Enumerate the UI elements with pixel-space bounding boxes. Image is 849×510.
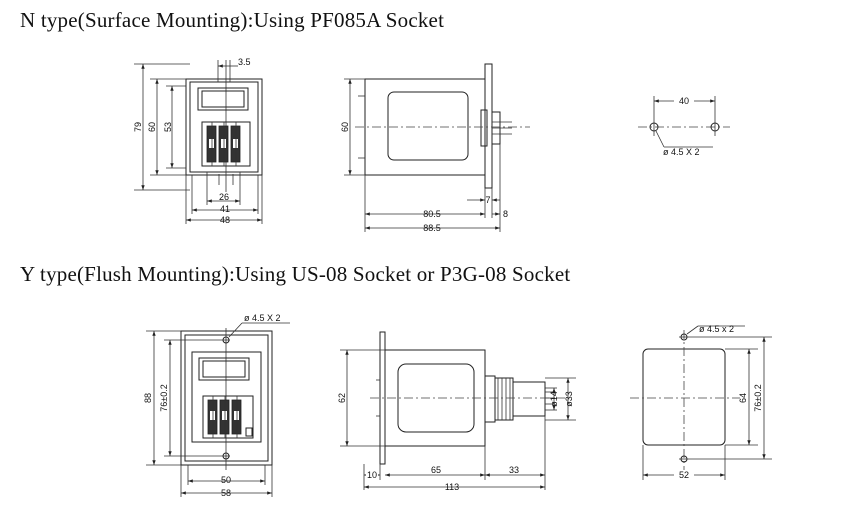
y-cutout-dim-64: 64 bbox=[738, 393, 748, 403]
n-mounting-holes: 40 ø 4.5 X 2 bbox=[638, 95, 730, 157]
y-side-view: 62 ø14 ø33 10 65 33 113 bbox=[337, 331, 576, 492]
y-type-heading: Y type(Flush Mounting):Using US-08 Socke… bbox=[20, 262, 571, 286]
y-side-dim-10: 10 bbox=[367, 470, 377, 480]
n-front-dim-60: 60 bbox=[147, 122, 157, 132]
y-front-dim-58: 58 bbox=[221, 488, 231, 498]
n-mount-hole-label: ø 4.5 X 2 bbox=[663, 147, 700, 157]
n-side-dim-88-5: 88.5 bbox=[423, 223, 441, 233]
y-front-dim-88: 88 bbox=[143, 393, 153, 403]
y-cutout-dim-52: 52 bbox=[679, 470, 689, 480]
y-front-dim-76: 76±0.2 bbox=[159, 384, 169, 411]
y-front-dim-50: 50 bbox=[221, 475, 231, 485]
n-front-dim-48: 48 bbox=[220, 215, 230, 225]
y-front-hole-label: ø 4.5 X 2 bbox=[244, 313, 281, 323]
n-mount-dim-40: 40 bbox=[679, 96, 689, 106]
n-front-dim-79: 79 bbox=[133, 122, 143, 132]
n-side-dim-8: 8 bbox=[503, 209, 508, 219]
n-front-dim-41: 41 bbox=[220, 204, 230, 214]
n-front-dim-53: 53 bbox=[163, 122, 173, 132]
y-side-dim-113: 113 bbox=[445, 482, 459, 492]
y-side-dim-14: ø14 bbox=[549, 391, 559, 407]
n-side-dim-80-5: 80.5 bbox=[423, 209, 441, 219]
n-front-view: 3.5 79 60 53 26 41 48 bbox=[133, 57, 263, 225]
n-type-heading: N type(Surface Mounting):Using PF085A So… bbox=[20, 8, 445, 32]
y-cutout-dim-76: 76±0.2 bbox=[753, 384, 763, 411]
n-side-dim-60: 60 bbox=[340, 122, 350, 132]
y-panel-cutout: ø 4.5 x 2 64 76±0.2 52 bbox=[630, 324, 772, 480]
y-side-dim-65: 65 bbox=[431, 465, 441, 475]
n-front-dim-3-5: 3.5 bbox=[238, 57, 251, 67]
y-side-dim-33: ø33 bbox=[564, 391, 574, 407]
y-side-dim-62: 62 bbox=[337, 393, 347, 403]
y-side-dim-33b: 33 bbox=[509, 465, 519, 475]
n-front-dim-26: 26 bbox=[219, 192, 229, 202]
n-side-view: 60 7 80.5 8 88.5 bbox=[340, 63, 530, 233]
n-side-dim-7: 7 bbox=[485, 195, 490, 205]
y-front-view: ø 4.5 X 2 88 76±0.2 50 58 bbox=[143, 313, 290, 498]
y-cutout-hole-label: ø 4.5 x 2 bbox=[699, 324, 734, 334]
